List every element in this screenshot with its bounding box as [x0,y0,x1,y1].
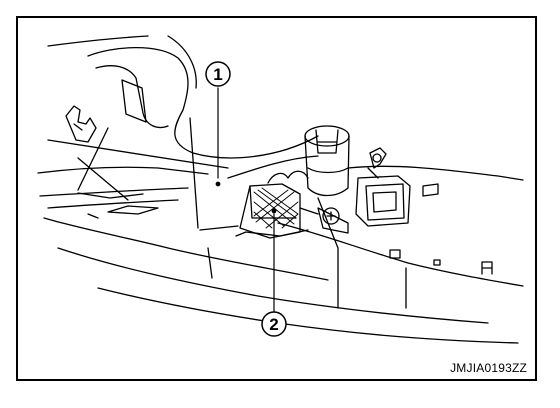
upper-trim-panel [47,35,319,159]
console-illustration: 1 2 [37,35,524,344]
leader-1-dot [215,181,221,187]
leader-2-dot [271,208,277,214]
callout-1-label: 1 [213,65,222,84]
callout-leaders [215,87,277,313]
harness-connector [235,170,319,239]
rail-details [389,183,493,275]
diagram-frame: 1 2 JMJIA0193ZZ [16,16,537,381]
callout-2-label: 2 [269,315,278,334]
callout-1: 1 [205,61,231,87]
shift-lever-housing [304,125,350,197]
shift-lock-switch [355,147,411,227]
bolt-icon [317,207,349,234]
figure-code: JMJIA0193ZZ [450,361,527,375]
callout-2: 2 [261,311,287,337]
connector-hatching [253,187,299,229]
bracket-clip [65,105,97,143]
